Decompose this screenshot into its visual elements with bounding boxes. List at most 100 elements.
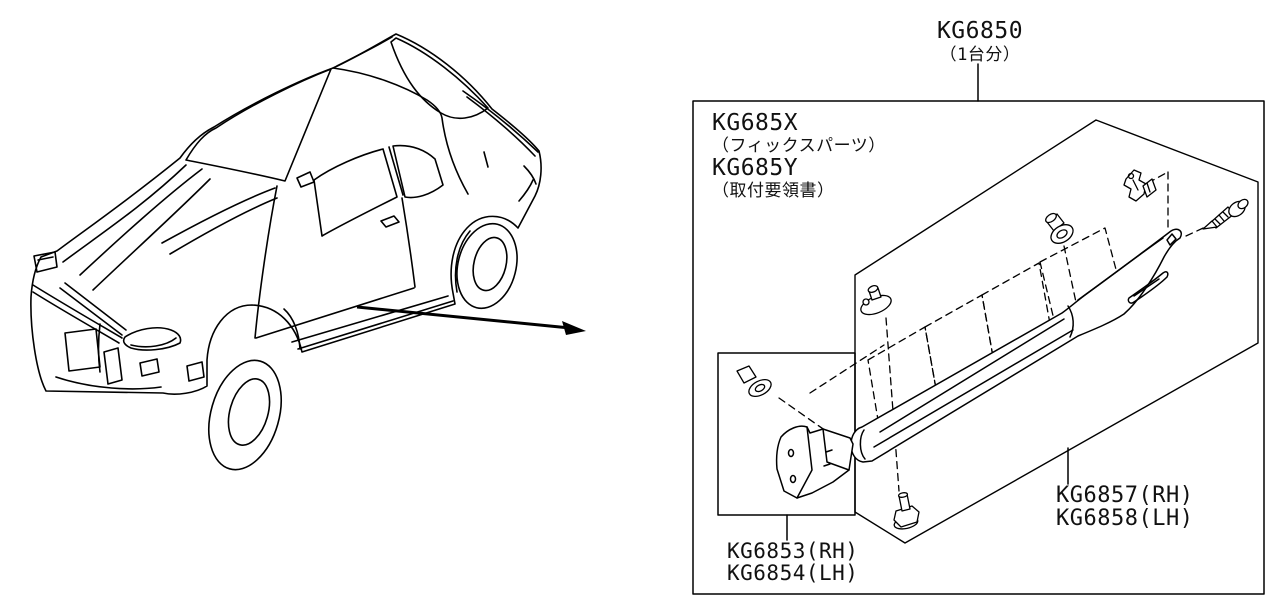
tapping-screw-point bbox=[1202, 220, 1218, 230]
fender-line-2 bbox=[169, 197, 278, 255]
bumper-top-2 bbox=[32, 291, 120, 344]
clip-fold bbox=[1132, 179, 1139, 191]
fix-parts-label: KG685X （フィックスパーツ） KG685Y （取付要領書） bbox=[712, 112, 886, 202]
fender-line-1 bbox=[161, 187, 276, 244]
headlight-left-inner bbox=[37, 256, 54, 261]
headlight-right-inner bbox=[130, 337, 177, 348]
headlight-right bbox=[122, 327, 182, 351]
sill-ridge-1 bbox=[879, 318, 1065, 433]
rocker-line-2 bbox=[291, 295, 449, 343]
sill-blade-top-line bbox=[1077, 237, 1164, 301]
grommet-bump bbox=[862, 298, 870, 306]
sill-slot-inner bbox=[1133, 278, 1160, 297]
quarter-shoulder-1 bbox=[462, 90, 539, 153]
hood-crease-1 bbox=[79, 168, 203, 276]
grille-line-1 bbox=[59, 287, 123, 336]
kit-code: KG6850 bbox=[936, 18, 1024, 44]
bumper-top-1 bbox=[32, 284, 123, 339]
trunk-gap bbox=[483, 151, 489, 168]
install-manual-code: KG685Y bbox=[712, 155, 799, 181]
arrow-shaft bbox=[356, 305, 571, 330]
bumper-intake bbox=[103, 347, 123, 385]
bracket-fold-2 bbox=[822, 428, 850, 471]
bracket-screw-head bbox=[736, 365, 757, 384]
roof-rear-edge bbox=[336, 36, 393, 67]
bracket-hole-2 bbox=[789, 474, 797, 484]
arrow-head bbox=[562, 321, 586, 335]
door-handle bbox=[380, 215, 400, 228]
sill-outline bbox=[850, 228, 1183, 463]
flat-screw-head bbox=[1050, 224, 1074, 244]
clip-hole bbox=[1127, 172, 1135, 180]
rear-arch-inner bbox=[454, 230, 471, 293]
clip-plate bbox=[1142, 178, 1157, 198]
rear-wheel bbox=[456, 222, 518, 310]
grommet-bolt-axis bbox=[885, 317, 900, 492]
bracket-hole-1 bbox=[787, 448, 795, 458]
quarter-glass bbox=[392, 144, 444, 199]
install-manual-note: （取付要領書） bbox=[712, 181, 835, 201]
bracket-part bbox=[775, 425, 854, 499]
door-bottom-line bbox=[255, 287, 415, 339]
headlight-left bbox=[33, 251, 58, 273]
quarter-shoulder-2 bbox=[466, 96, 536, 157]
windshield bbox=[185, 68, 332, 182]
sill-ridge-2 bbox=[873, 329, 1074, 448]
fix-parts-code: KG685X bbox=[712, 110, 799, 136]
sill-blade-step bbox=[1067, 305, 1074, 338]
clip-plate-fold bbox=[1146, 182, 1151, 193]
grommet-stud-top bbox=[867, 284, 879, 294]
bracket-outline bbox=[775, 425, 854, 499]
tapping-screw-cap bbox=[1237, 198, 1249, 210]
side-sill-label: KG6857(RH) KG6858(LH) bbox=[1056, 484, 1193, 530]
grommet-clip bbox=[860, 284, 892, 316]
tapping-screw-threads bbox=[1214, 211, 1229, 225]
kit-qty-note: （1台分） bbox=[939, 45, 1021, 65]
door-mirror bbox=[296, 171, 315, 188]
tail-lamp-line bbox=[523, 165, 537, 185]
front-bracket-lh: KG6854(LH) bbox=[727, 561, 859, 585]
sill-endcap-inner bbox=[859, 429, 866, 460]
bumper-vent bbox=[186, 361, 205, 382]
side-sill-rh: KG6857(RH) bbox=[1056, 483, 1194, 508]
dashed-plate-1 bbox=[867, 326, 939, 433]
rocker-line-1 bbox=[297, 300, 454, 350]
pointer-arrow bbox=[356, 305, 586, 335]
front-wheel bbox=[208, 359, 282, 471]
license-plate bbox=[64, 328, 101, 372]
fog-lamp bbox=[139, 358, 160, 377]
hood-crease-2 bbox=[92, 178, 211, 291]
front-arch-inner bbox=[283, 308, 301, 350]
grille-line-2 bbox=[64, 282, 127, 331]
side-sill-part bbox=[850, 228, 1183, 463]
rear-bumper-line bbox=[518, 179, 534, 202]
tapping-screw bbox=[1202, 198, 1249, 230]
perspective-plane bbox=[854, 119, 1259, 544]
rear-glass bbox=[390, 37, 489, 120]
vehicle-illustration bbox=[30, 33, 542, 471]
flat-screw-ring bbox=[1056, 229, 1068, 239]
bumper-lower-line bbox=[55, 376, 162, 390]
metal-clip bbox=[1123, 169, 1157, 202]
bracket-fold-1 bbox=[796, 426, 813, 499]
door-front-edge bbox=[254, 185, 278, 339]
bracket-screw-flange bbox=[748, 378, 772, 398]
bumper-corner-line bbox=[97, 323, 101, 373]
mounting-bolt bbox=[893, 492, 920, 530]
b-pillar bbox=[388, 146, 404, 196]
flat-screw bbox=[1045, 212, 1074, 244]
car-body-outline bbox=[30, 33, 542, 395]
side-sill-lh: KG6858(LH) bbox=[1056, 506, 1194, 531]
bracket-screw bbox=[736, 365, 772, 398]
kit-label: KG6850 （1台分） bbox=[880, 18, 1080, 66]
door-glass bbox=[313, 148, 398, 237]
sill-tip-notch bbox=[1166, 233, 1177, 246]
fender-edge bbox=[62, 164, 187, 263]
front-bracket-rh: KG6853(RH) bbox=[727, 539, 859, 563]
sill-slot bbox=[1127, 271, 1169, 304]
bolt-hex bbox=[893, 505, 920, 528]
fix-parts-note: （フィックスパーツ） bbox=[712, 136, 886, 156]
flat-screw-axis bbox=[1063, 245, 1078, 308]
